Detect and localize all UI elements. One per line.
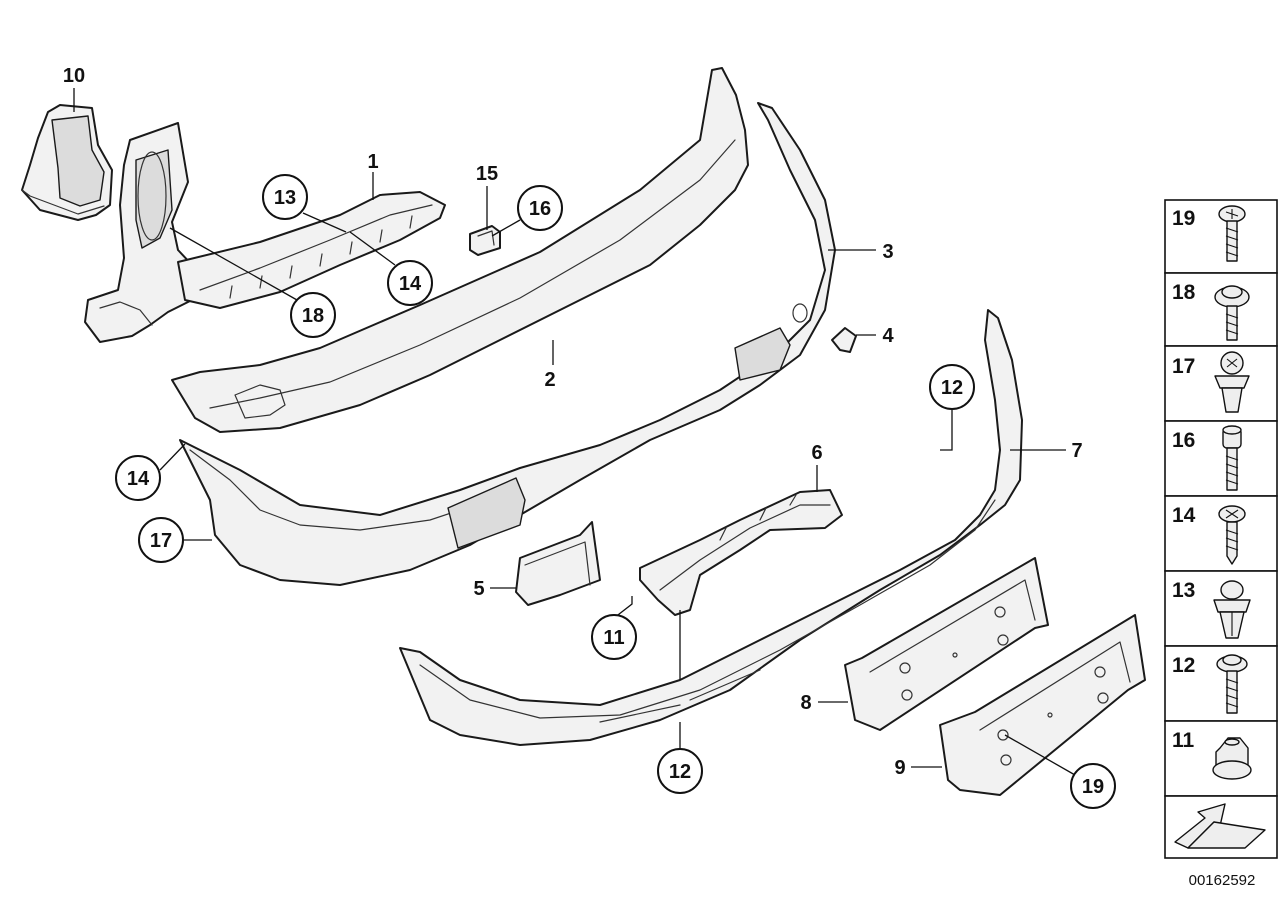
callout-8: 8	[800, 692, 811, 714]
washer-screw-icon	[1216, 654, 1248, 714]
callout-9: 9	[894, 757, 905, 779]
forward-arrow-icon	[1174, 803, 1266, 849]
leader-lines	[73, 88, 1076, 776]
part-2-upper-trim	[171, 67, 749, 433]
expanding-rivet-icon	[1214, 351, 1250, 413]
part-6-guide-bracket	[639, 489, 843, 616]
part-8-plate-base	[844, 557, 1049, 731]
svg-text:8: 8	[800, 692, 811, 714]
callout-16: 16	[517, 185, 563, 231]
diagram-id: 00162592	[1189, 872, 1256, 889]
callout-7: 7	[1071, 440, 1082, 462]
svg-text:5: 5	[473, 578, 484, 600]
fastener-legend: 19 18 17	[1164, 199, 1278, 859]
legend-row-19: 19	[1164, 199, 1278, 274]
svg-text:12: 12	[1172, 654, 1195, 677]
legend-row-17: 17	[1164, 345, 1278, 422]
svg-text:3: 3	[882, 241, 893, 263]
svg-text:16: 16	[529, 198, 551, 220]
part-10-block	[21, 104, 113, 221]
callout-12-upper: 12	[929, 364, 975, 410]
self-tapping-screw-icon	[1218, 205, 1246, 262]
part-9-plate-bracket	[939, 614, 1146, 796]
callout-4: 4	[882, 325, 894, 347]
svg-text:14: 14	[127, 468, 150, 490]
svg-text:18: 18	[1172, 281, 1196, 304]
callout-17: 17	[138, 517, 184, 563]
callout-14-lower: 14	[115, 455, 161, 501]
callout-14-upper: 14	[387, 260, 433, 306]
callout-1: 1	[367, 151, 378, 173]
part-7-lower-panel	[399, 309, 1023, 746]
svg-text:10: 10	[63, 65, 85, 87]
plastic-clip-icon	[1213, 580, 1251, 639]
legend-row-11: 11	[1164, 720, 1278, 797]
callout-3: 3	[882, 241, 893, 263]
legend-row-arrow	[1164, 795, 1278, 859]
svg-text:19: 19	[1172, 207, 1195, 230]
legend-row-16: 16	[1164, 420, 1278, 497]
flange-nut-icon	[1212, 737, 1252, 780]
svg-text:2: 2	[544, 369, 555, 391]
part-1-absorber	[177, 191, 446, 309]
callout-15: 15	[476, 163, 498, 185]
callout-18: 18	[290, 292, 336, 338]
svg-text:9: 9	[894, 757, 905, 779]
legend-row-14: 14	[1164, 495, 1278, 572]
svg-text:17: 17	[150, 530, 172, 552]
svg-text:11: 11	[1172, 729, 1195, 752]
callout-5: 5	[473, 578, 484, 600]
svg-text:7: 7	[1071, 440, 1082, 462]
callout-10: 10	[63, 65, 85, 87]
callout-12-lower: 12	[657, 748, 703, 794]
callout-13: 13	[262, 174, 308, 220]
collar-screw-icon	[1214, 285, 1250, 341]
callout-19: 19	[1070, 763, 1116, 809]
svg-text:18: 18	[302, 305, 324, 327]
svg-text:13: 13	[1172, 579, 1195, 602]
hex-socket-screw-icon	[1222, 425, 1242, 491]
svg-text:14: 14	[1172, 504, 1196, 527]
part-15-small-clip	[469, 225, 501, 256]
svg-text:1: 1	[367, 151, 378, 173]
part-3-bumper-cover	[179, 102, 836, 586]
svg-text:4: 4	[882, 325, 894, 347]
svg-text:15: 15	[476, 163, 498, 185]
legend-row-13: 13	[1164, 570, 1278, 647]
legend-row-12: 12	[1164, 645, 1278, 722]
svg-text:16: 16	[1172, 429, 1195, 452]
part-5-cover-cap	[515, 521, 601, 606]
part-4-clip	[831, 327, 857, 353]
svg-text:19: 19	[1082, 776, 1104, 798]
svg-text:12: 12	[941, 377, 963, 399]
left-carrier-bracket	[84, 122, 209, 343]
legend-row-18: 18	[1164, 272, 1278, 347]
svg-text:17: 17	[1172, 355, 1195, 378]
svg-text:12: 12	[669, 761, 691, 783]
svg-text:11: 11	[603, 627, 624, 649]
callout-6: 6	[811, 442, 822, 464]
svg-text:14: 14	[399, 273, 422, 295]
phillips-screw-icon	[1218, 505, 1246, 565]
callout-11: 11	[591, 614, 637, 660]
svg-text:6: 6	[811, 442, 822, 464]
svg-text:13: 13	[274, 187, 296, 209]
callout-2: 2	[544, 369, 555, 391]
